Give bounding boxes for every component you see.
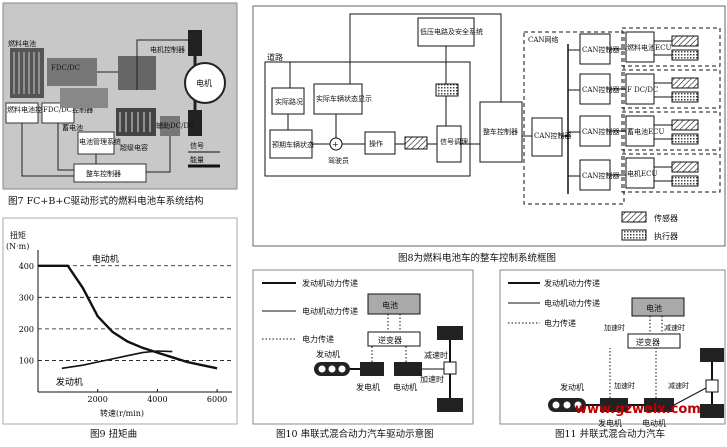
fig10-diagram: 发动机动力传递 电动机动力传递 电力传递 电池 逆变器 发动机 发电机 电动机 … [252, 269, 474, 425]
fig9-y-tick-label: 300 [19, 293, 34, 302]
fig7-fdc-label: FDC/DC [51, 64, 80, 72]
fig9-series-label: 电动机 [92, 253, 119, 265]
fig9-series-label: 发动机 [56, 376, 83, 388]
fig9-chart: 扭矩 (N·m) 转速(r/min) 100 200 300 400 2000 4000 6… [2, 217, 238, 425]
fig8-can-node-4: CAN控制器 [582, 171, 620, 180]
fig8-operate: 操作 [369, 139, 383, 148]
fig11-decel-top: 减速时 [664, 323, 685, 332]
fig7-motor-ctrl-label: 电机控制器 [150, 45, 185, 54]
fig11-engine: 发动机 [560, 382, 584, 392]
fig8-expected: 预期车辆状态 [272, 140, 314, 149]
fig10-battery: 电池 [382, 300, 398, 310]
fig9-x-tick-label: 2000 [88, 395, 108, 404]
fig10-inverter: 逆变器 [378, 335, 402, 345]
fig8-dcdc: F DC/DC [627, 86, 658, 94]
fig7-supercap-label: 超级电容 [120, 143, 148, 152]
fig8-can-node-2: CAN控制器 [582, 85, 620, 94]
fig10-caption: 图10 串联式混合动力汽车驱动示意图 [276, 428, 434, 440]
fig11-diagram: 发动机动力传递 电动机动力传递 电力传递 电池 逆变器 加速时 减速时 发动机 … [499, 269, 726, 428]
fig8-diagram: 道路 实际路况 实际车辆状态显示 预期车辆状态 + 驾驶员 操作 信号调理 低压… [252, 5, 726, 247]
fig9-y-tick-label: 400 [19, 262, 34, 271]
fig7-motor-label: 电机 [196, 78, 212, 88]
fig11-motor: 电动机 [642, 418, 666, 428]
fig7-aux-label: 辅助DC/DC [156, 121, 194, 130]
fig8-can-node-3: CAN控制器 [582, 127, 620, 136]
fig9-x-tick-label: 4000 [147, 395, 167, 404]
fig10-accel: 加速时 [420, 374, 444, 384]
fig8-can-ctrl: CAN控制器 [534, 131, 572, 140]
fig9-series-line [61, 350, 173, 370]
fig8-vehicle-status: 实际车辆状态显示 [316, 94, 372, 103]
fig8-motor-ecu: 电机ECU [627, 169, 657, 178]
fig9-x-tick-label: 6000 [207, 395, 227, 404]
fig8-fc-ecu: 燃料电池ECU [627, 43, 671, 52]
fig9-series-line [38, 264, 218, 370]
fig11-battery: 电池 [646, 303, 662, 313]
fig11-inverter: 逆变器 [636, 337, 660, 347]
fig9-ylabel: 扭矩 [10, 230, 26, 240]
fig7-fc-ctrl-label: 燃料电池控制器 [7, 105, 56, 114]
fig7-power-label: 能量 [190, 155, 204, 164]
fig7-diagram: 燃料电池 FDC/DC 电机控制器 电机 燃料电池控制器 FDC/DC控制器 蓄… [2, 2, 238, 190]
fig10-generator: 发电机 [356, 382, 380, 392]
fig8-caption: 图8为燃料电池车的整车控制系统框图 [398, 252, 556, 264]
fig7-fuel-cell-label: 燃料电池 [8, 39, 36, 48]
fig9-y-tick-label: 100 [19, 356, 34, 365]
fig11-legend-electric: 电力传递 [544, 318, 576, 328]
fig10-legend-motor: 电动机动力传递 [302, 306, 358, 316]
fig7-battery-mgmt-label: 电池管理系统 [79, 137, 121, 146]
fig10-motor: 电动机 [393, 382, 417, 392]
fig11-accel: 加速时 [614, 381, 635, 390]
fig8-real-road: 实际路况 [275, 97, 303, 106]
fig8-actuator-label: 执行器 [654, 231, 678, 241]
fig10-engine: 发动机 [316, 349, 340, 359]
fig8-road-label: 道路 [267, 52, 283, 62]
fig7-battery-label: 蓄电池 [62, 123, 83, 132]
fig10-legend-engine: 发动机动力传递 [302, 278, 358, 288]
fig9-caption: 图9 扭矩曲 [90, 428, 137, 440]
fig8-low-voltage: 低压电路及安全系统 [420, 27, 483, 36]
fig9-xlabel: 转速(r/min) [100, 408, 144, 418]
fig8-plus: + [332, 140, 339, 149]
fig7-signal-label: 信号 [190, 141, 204, 150]
fig8-can-node-1: CAN控制器 [582, 45, 620, 54]
fig8-driver: 驾驶员 [328, 156, 349, 165]
fig8-can-net: CAN网络 [528, 35, 559, 44]
fig11-caption: 图11 并联式混合动力汽车 [555, 428, 665, 440]
fig8-vcu: 整车控制器 [483, 127, 518, 136]
fig9-y-tick-label: 200 [19, 325, 34, 334]
fig8-bat-ecu: 蓄电池ECU [627, 127, 664, 136]
fig11-legend-motor: 电动机动力传递 [544, 298, 600, 308]
fig11-legend-engine: 发动机动力传递 [544, 278, 600, 288]
fig8-sensor-label: 传感器 [654, 213, 678, 223]
fig11-decel: 减速时 [668, 381, 689, 390]
fig11-generator: 发电机 [598, 418, 622, 428]
fig10-decel: 减速时 [424, 350, 448, 360]
fig7-caption: 图7 FC+B+C驱动形式的燃料电池车系统结构 [8, 195, 204, 207]
fig8-signal-adjust: 信号调理 [440, 137, 468, 146]
fig9-yunit: (N·m) [6, 242, 29, 251]
fig7-fdc-ctrl-label: FDC/DC控制器 [43, 105, 93, 114]
fig11-accel-top: 加速时 [604, 323, 625, 332]
fig7-vehicle-ctrl-label: 整车控制器 [86, 169, 121, 178]
fig10-legend-electric: 电力传递 [302, 334, 334, 344]
fig11-watermark: www.gzweix.com [575, 402, 701, 417]
